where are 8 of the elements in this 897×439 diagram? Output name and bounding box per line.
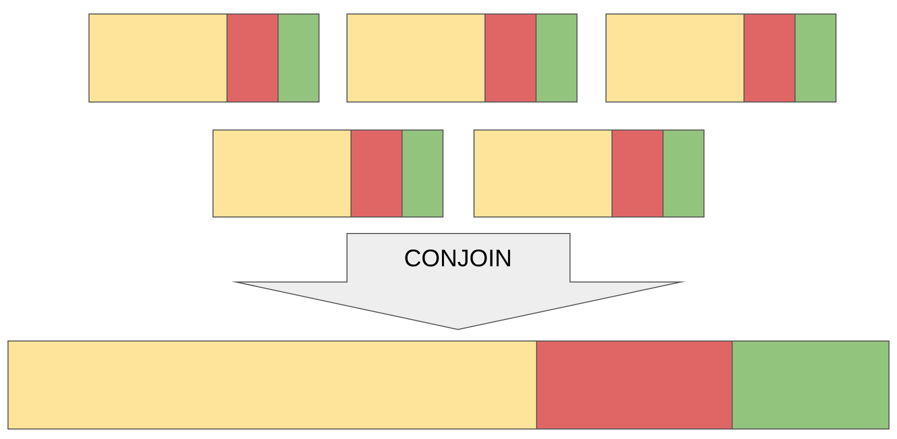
edge-label: CONJOIN (405, 250, 510, 266)
stacked-bar (474, 130, 704, 218)
stacked-bar (346, 14, 578, 102)
stacked-bar (8, 340, 890, 430)
stacked-bar (212, 130, 444, 218)
stacked-bar (606, 14, 836, 102)
block-arrow (231, 233, 686, 330)
stacked-bar (88, 14, 320, 102)
